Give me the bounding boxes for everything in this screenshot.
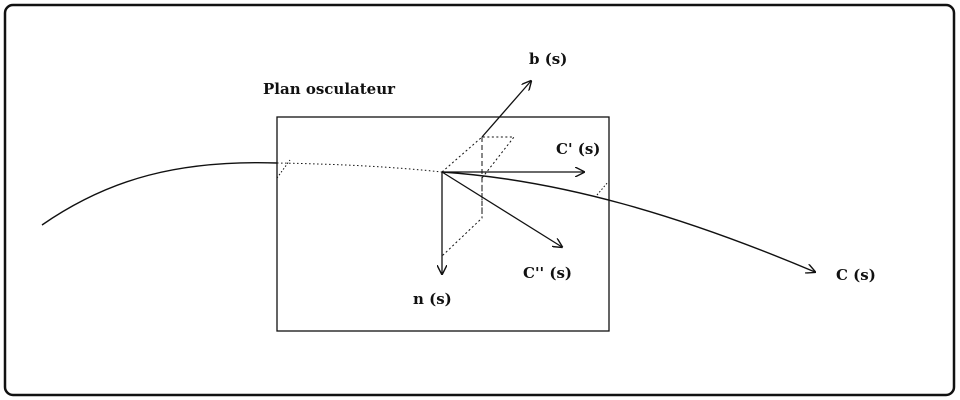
plane-left-edge-dots	[276, 159, 291, 179]
tangent-label: C' (s)	[556, 140, 600, 158]
binormal-vector-arrow	[481, 81, 531, 138]
curve-right-segment	[441, 171, 815, 272]
osculating-plane-rect	[276, 116, 610, 332]
curve-label: C (s)	[836, 266, 876, 284]
normal-label: n (s)	[413, 290, 452, 308]
outer-frame	[3, 3, 956, 397]
curve-dotted-segment	[276, 162, 443, 173]
normal-plane-dotted	[441, 136, 516, 258]
second-derivative-label: C'' (s)	[523, 264, 572, 282]
plane-right-edge-dots	[596, 181, 609, 196]
binormal-label: b (s)	[529, 50, 567, 68]
plane-label: Plan osculateur	[263, 80, 396, 98]
curve-left-segment	[41, 161, 278, 226]
second-derivative-vector-arrow	[441, 171, 562, 247]
